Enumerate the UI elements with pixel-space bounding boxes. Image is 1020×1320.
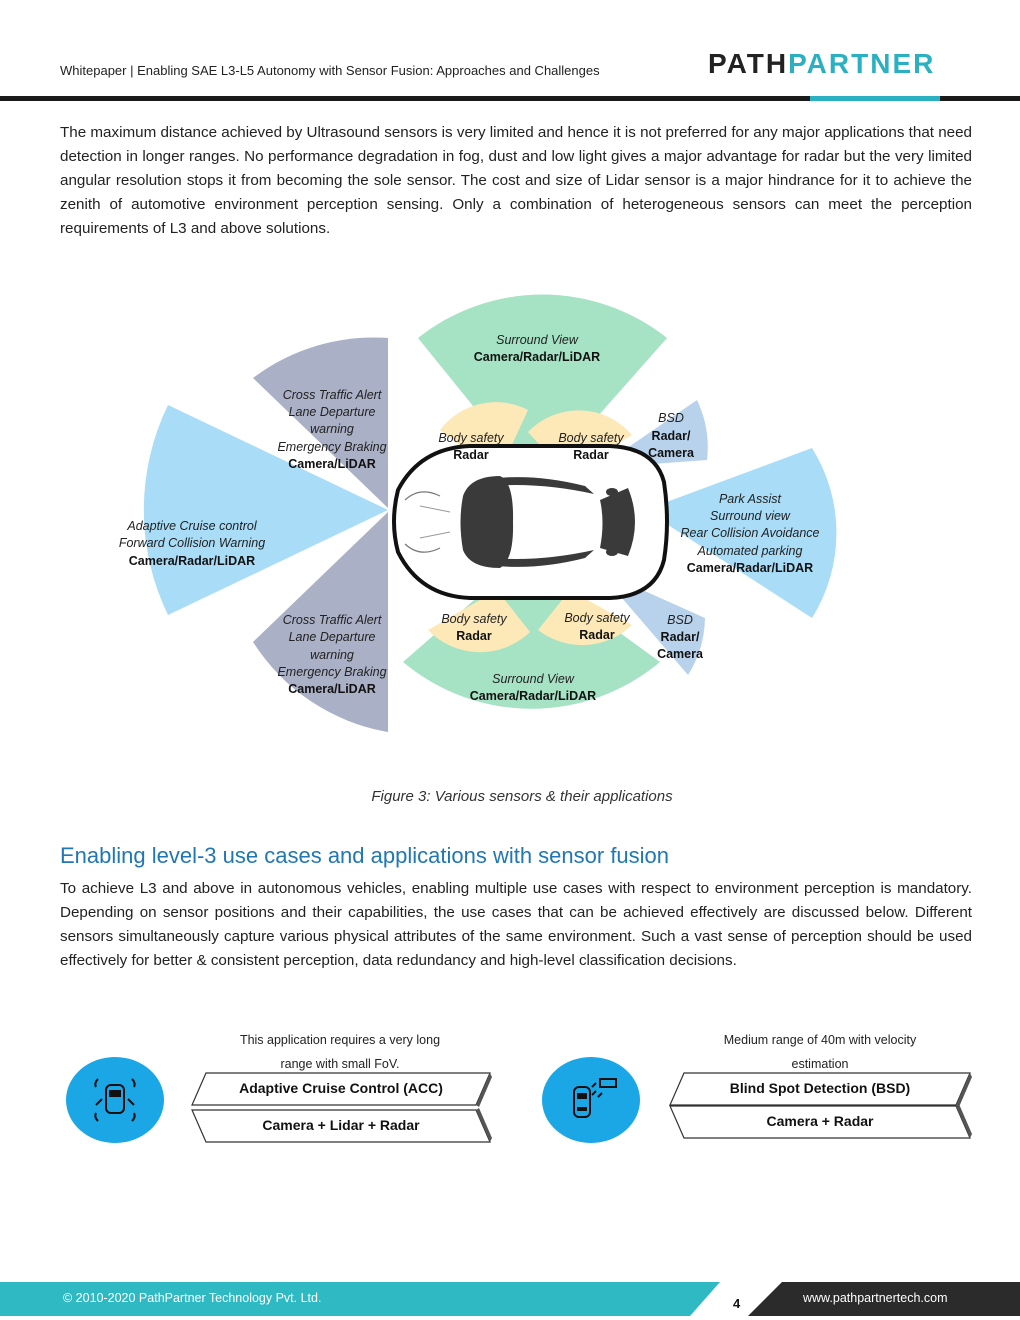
- svg-text:Camera: Camera: [657, 647, 704, 661]
- svg-text:Camera/Radar/LiDAR: Camera/Radar/LiDAR: [687, 561, 813, 575]
- cross-traffic-bottom-label: Cross Traffic Alert Lane Departure warni…: [277, 613, 386, 696]
- bsd-sensors-banner: Camera + Radar: [668, 1104, 972, 1140]
- cross-traffic-top-zone: [253, 337, 388, 508]
- svg-text:Camera/LiDAR: Camera/LiDAR: [288, 682, 376, 696]
- surround-top-label: Surround View Camera/Radar/LiDAR: [474, 333, 600, 364]
- acc-sensors-banner: Camera + Lidar + Radar: [190, 1108, 492, 1144]
- car-sensors-icon: [66, 1057, 164, 1143]
- svg-text:Surround View: Surround View: [496, 333, 579, 347]
- body-safety-br-zone: [538, 590, 632, 646]
- svg-text:Radar/: Radar/: [661, 630, 700, 644]
- bsd-note-line-1: Medium range of 40m with velocity: [723, 1033, 917, 1047]
- acc-note: This application requires a very long ra…: [190, 1028, 490, 1076]
- body-safety-bl-label: Body safety Radar: [441, 612, 507, 643]
- bsd-name: Blind Spot Detection (BSD): [729, 1080, 911, 1096]
- front-line-1: Adaptive Cruise control: [126, 519, 257, 533]
- svg-text:Camera/LiDAR: Camera/LiDAR: [288, 457, 376, 471]
- acc-name: Adaptive Cruise Control (ACC): [239, 1080, 443, 1096]
- header-title: Whitepaper | Enabling SAE L3-L5 Autonomy…: [60, 63, 600, 78]
- body-safety-tr-label: Body safety Radar: [558, 431, 624, 462]
- svg-text:Surround view: Surround view: [710, 509, 791, 523]
- svg-text:Body safety: Body safety: [441, 612, 507, 626]
- svg-text:Camera: Camera: [648, 446, 695, 460]
- logo-partner: PARTNER: [788, 48, 936, 79]
- bsd-note: Medium range of 40m with velocity estima…: [668, 1028, 972, 1076]
- svg-text:Emergency Braking: Emergency Braking: [277, 665, 386, 679]
- footer-band-left: [0, 1282, 720, 1316]
- cross-traffic-bottom-zone: [253, 512, 388, 732]
- acc-name-banner: Adaptive Cruise Control (ACC): [190, 1071, 492, 1107]
- svg-text:Park Assist: Park Assist: [719, 492, 782, 506]
- bsd-note-line-2: estimation: [791, 1057, 849, 1071]
- svg-text:Camera/Radar/LiDAR: Camera/Radar/LiDAR: [470, 689, 596, 703]
- svg-text:Radar: Radar: [453, 448, 489, 462]
- front-long-range-zone: [143, 405, 388, 615]
- company-logo: PATHPARTNER: [708, 48, 935, 80]
- cross-traffic-top-label: Cross Traffic Alert Lane Departure warni…: [277, 388, 386, 471]
- bsd-bottom-label: BSD Radar/ Camera: [657, 613, 704, 661]
- section-paragraph: To achieve L3 and above in autonomous ve…: [60, 880, 972, 969]
- svg-text:Radar/: Radar/: [652, 429, 691, 443]
- surround-bottom-zone: [403, 560, 660, 709]
- section-heading: Enabling level-3 use cases and applicati…: [60, 843, 670, 868]
- acc-note-line-1: This application requires a very long: [239, 1033, 441, 1047]
- header-accent-bar: [810, 96, 940, 101]
- intro-paragraph: The maximum distance achieved by Ultraso…: [60, 124, 972, 237]
- footer-url-link[interactable]: www.pathpartnertech.com: [803, 1291, 948, 1305]
- bsd-top-label: BSD Radar/ Camera: [648, 411, 695, 460]
- logo-path: PATH: [708, 48, 789, 79]
- rear-zone: [645, 448, 837, 618]
- svg-text:Body safety: Body safety: [564, 611, 630, 625]
- surround-bottom-label: Surround View Camera/Radar/LiDAR: [470, 672, 596, 703]
- svg-text:Radar: Radar: [456, 629, 492, 643]
- front-line-2: Forward Collision Warning: [119, 536, 265, 550]
- svg-text:Camera/Radar/LiDAR: Camera/Radar/LiDAR: [474, 350, 600, 364]
- svg-text:Radar: Radar: [579, 628, 615, 642]
- footer-copyright: © 2010-2020 PathPartner Technology Pvt. …: [63, 1291, 322, 1305]
- svg-text:Cross Traffic Alert: Cross Traffic Alert: [283, 388, 382, 402]
- acc-note-line-2: range with small FoV.: [280, 1057, 400, 1071]
- footer-band-right: [748, 1282, 1020, 1316]
- page-number: 4: [733, 1296, 741, 1311]
- front-long-range-label: Adaptive Cruise control Forward Collisio…: [119, 519, 265, 568]
- body-safety-bl-zone: [428, 590, 530, 653]
- body-safety-tl-label: Body safety Radar: [438, 431, 504, 462]
- front-sensors: Camera/Radar/LiDAR: [129, 554, 255, 568]
- bsd-name-banner: Blind Spot Detection (BSD): [668, 1071, 972, 1107]
- svg-text:BSD: BSD: [658, 411, 684, 425]
- svg-text:Emergency Braking: Emergency Braking: [277, 440, 386, 454]
- rear-label: Park Assist Surround view Rear Collision…: [681, 492, 820, 575]
- svg-text:warning: warning: [310, 422, 354, 436]
- body-safety-br-label: Body safety Radar: [564, 611, 630, 642]
- blind-spot-car-icon: [542, 1057, 640, 1143]
- svg-text:Rear Collision Avoidance: Rear Collision Avoidance: [681, 526, 820, 540]
- header-rule: [0, 96, 1020, 101]
- figure-caption: Figure 3: Various sensors & their applic…: [371, 788, 673, 805]
- surround-top-zone: [418, 294, 667, 485]
- bsd-sensors: Camera + Radar: [766, 1113, 874, 1129]
- svg-text:Cross Traffic Alert: Cross Traffic Alert: [283, 613, 382, 627]
- svg-text:Lane Departure: Lane Departure: [289, 630, 376, 644]
- svg-text:warning: warning: [310, 648, 354, 662]
- acc-sensors: Camera + Lidar + Radar: [262, 1117, 420, 1133]
- svg-text:Lane Departure: Lane Departure: [289, 405, 376, 419]
- svg-text:Radar: Radar: [573, 448, 609, 462]
- svg-text:Body safety: Body safety: [438, 431, 504, 445]
- svg-text:Surround View: Surround View: [492, 672, 575, 686]
- car-top-view-icon: [392, 444, 669, 600]
- sensor-coverage-diagram: Adaptive Cruise control Forward Collisio…: [119, 294, 837, 732]
- svg-text:Automated parking: Automated parking: [697, 544, 803, 558]
- svg-text:Body safety: Body safety: [558, 431, 624, 445]
- svg-text:BSD: BSD: [667, 613, 693, 627]
